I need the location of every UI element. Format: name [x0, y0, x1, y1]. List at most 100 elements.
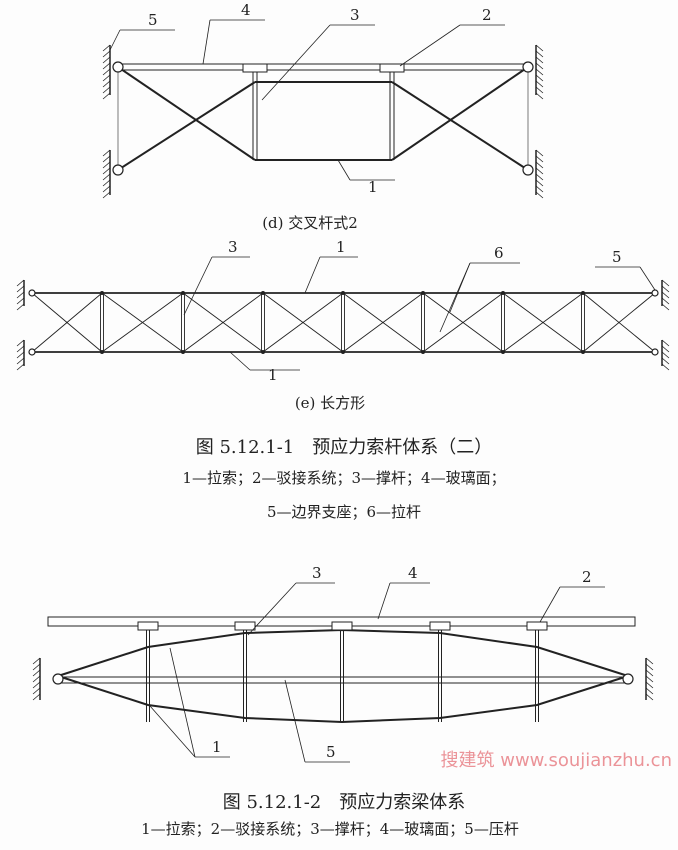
right-bottom-support-hatch	[535, 191, 544, 199]
right-bottom-support-e-hatch	[661, 351, 670, 359]
label-1-d-leader	[337, 159, 351, 181]
left-bottom-support-hatch	[102, 179, 111, 187]
spider-fitting-2	[137, 621, 159, 631]
right-top-support-hatch	[535, 74, 544, 82]
left-bottom-support-e-hatch	[16, 351, 25, 359]
right-bottom-support-hatch	[535, 161, 544, 169]
spider-fitting-2	[429, 621, 451, 631]
label-1-f2-leader	[169, 647, 196, 758]
label-4-d-number: 4	[241, 1, 251, 19]
label-6-e2-leader	[449, 262, 471, 313]
right-bottom-support-hatch	[535, 149, 544, 157]
left-bottom-support-hatch	[102, 191, 111, 199]
right-top-support-hatch	[535, 44, 544, 52]
tie-rod-e	[182, 292, 264, 353]
label-1-e-bottom-number: 1	[268, 366, 278, 384]
left-top-support-e-hatch	[16, 279, 25, 287]
figure-2-legend: 1—拉索；2—驳接系统；3—撑杆；4—玻璃面；5—压杆	[141, 820, 519, 838]
node-e	[421, 291, 425, 295]
left-top-support-e-hatch	[16, 291, 25, 299]
tie-rod-e	[582, 292, 656, 353]
right-support-2-hatch	[645, 681, 654, 689]
left-bottom-support-hatch	[102, 161, 111, 169]
node-e	[261, 350, 265, 354]
tie-rod-e	[502, 292, 584, 353]
label-3-d-number: 3	[350, 6, 360, 24]
right-bottom-support-hatch	[535, 185, 544, 193]
left-top-support-hatch	[102, 92, 111, 100]
figure-1-legend-line2: 5—边界支座；6—拉杆	[266, 503, 422, 521]
node-e	[261, 291, 265, 295]
label-5-d-number: 5	[148, 11, 158, 29]
right-bottom-support-hatch	[535, 173, 544, 181]
spider-fitting-d	[379, 63, 405, 73]
label-2-f2-number: 2	[582, 568, 592, 586]
right-top-support-hatch	[535, 86, 544, 94]
label-4-f2-number: 4	[408, 564, 418, 582]
figure-d-caption: (d) 交叉杆式2	[262, 214, 358, 232]
node-e	[341, 350, 345, 354]
node-e	[501, 350, 505, 354]
label-5-f2-leader	[284, 679, 306, 763]
node-e	[421, 350, 425, 354]
right-support-2-hatch	[645, 657, 654, 665]
left-top-support-hatch	[102, 56, 111, 64]
right-top-support-hatch	[535, 92, 544, 100]
right-top-support-e-hatch	[661, 297, 670, 305]
tie-rod-d	[117, 81, 256, 171]
label-1-e-number: 1	[336, 238, 346, 256]
watermark: 搜建筑 www.soujianzhu.cn	[440, 750, 673, 771]
left-top-support-hatch	[102, 68, 111, 76]
tie-rod-d	[391, 66, 529, 161]
right-top-support-hatch	[535, 50, 544, 58]
right-top-support-e-hatch	[661, 279, 670, 287]
right-top-support-e-hatch	[661, 291, 670, 299]
node-e	[181, 350, 185, 354]
spider-fitting-2	[234, 621, 256, 631]
left-bottom-support-e-hatch	[16, 345, 25, 353]
node-e	[100, 291, 104, 295]
figure-1-title: 图 5.12.1-1 预应力索杆体系（二）	[195, 437, 493, 458]
left-support-2-hatch	[32, 693, 41, 701]
tie-rod-d	[391, 81, 529, 171]
left-end-node-2	[52, 673, 64, 685]
spider-fitting-2	[526, 621, 548, 631]
left-bottom-support-hatch	[102, 155, 111, 163]
right-bottom-support-hatch	[535, 179, 544, 187]
left-support-2-hatch	[32, 675, 41, 683]
label-3-e-leader	[183, 256, 213, 316]
node-e	[100, 350, 104, 354]
node-e	[181, 291, 185, 295]
left-top-support-hatch	[102, 50, 111, 58]
right-bottom-support-hatch	[535, 155, 544, 163]
label-6-e-number: 6	[494, 244, 504, 262]
bottom-cable-2	[57, 675, 629, 724]
tie-rod-e	[342, 292, 424, 353]
left-bottom-support-hatch	[102, 173, 111, 181]
right-top-support-hatch	[535, 68, 544, 76]
right-top-support-hatch	[535, 56, 544, 64]
right-bottom-support-e-hatch	[661, 357, 670, 365]
spider-fitting-2	[331, 621, 353, 631]
left-top-support-e-hatch	[16, 303, 25, 311]
support-node-e	[651, 348, 659, 356]
left-support-2-hatch	[32, 669, 41, 677]
right-top-support-e-hatch	[661, 303, 670, 311]
node-e	[581, 350, 585, 354]
tie-rod-e	[262, 292, 344, 353]
label-1-f2-number: 1	[212, 738, 222, 756]
figure-1-legend-line1: 1—拉索；2—驳接系统；3—撑杆；4—玻璃面；	[182, 469, 506, 487]
label-1-e-leader	[304, 256, 321, 294]
right-bottom-support-e-hatch	[661, 339, 670, 347]
label-3-f2-leader	[247, 582, 297, 636]
label-1-e-bottom-leader	[229, 351, 251, 371]
label-2-d-leader	[399, 24, 461, 67]
right-end-node-2	[622, 673, 634, 685]
figure-e-caption: (e) 长方形	[294, 394, 366, 412]
left-top-support-hatch	[102, 86, 111, 94]
label-4-f2-leader	[377, 582, 391, 620]
node-e	[581, 291, 585, 295]
support-node-e	[28, 348, 36, 356]
left-support-2-hatch	[32, 681, 41, 689]
